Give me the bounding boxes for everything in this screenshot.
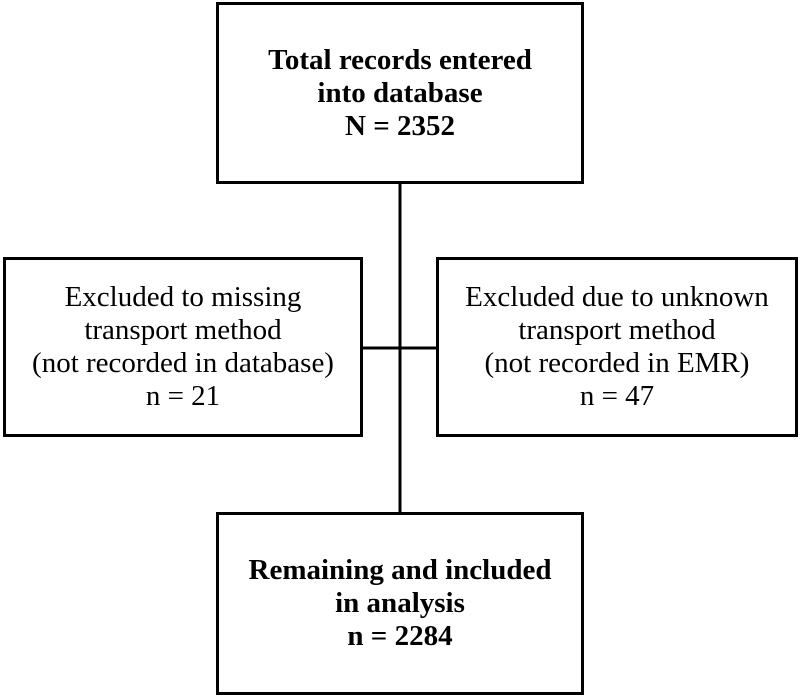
total-records-box: Total records entered into database N = … [216,2,584,184]
included-analysis-box: Remaining and included in analysis n = 2… [216,512,584,695]
total-records-line2: into database [317,76,483,109]
excluded-missing-count: n = 21 [145,380,221,412]
total-records-line1: Total records entered [268,43,532,76]
included-analysis-count: n = 2284 [347,620,453,652]
excluded-missing-line3: (not recorded in database) [32,347,334,379]
excluded-missing-box: Excluded to missing transport method (no… [3,257,363,437]
excluded-unknown-box: Excluded due to unknown transport method… [436,257,798,437]
excluded-unknown-count: n = 47 [579,380,655,412]
total-records-count: N = 2352 [345,109,455,142]
excluded-unknown-line2: transport method [518,314,716,346]
included-analysis-line1: Remaining and included [248,554,552,586]
included-analysis-line2: in analysis [335,587,465,619]
excluded-unknown-line3: (not recorded in EMR) [484,347,750,379]
excluded-missing-line2: transport method [84,314,282,346]
excluded-missing-line1: Excluded to missing [64,281,302,313]
excluded-unknown-line1: Excluded due to unknown [465,281,769,313]
